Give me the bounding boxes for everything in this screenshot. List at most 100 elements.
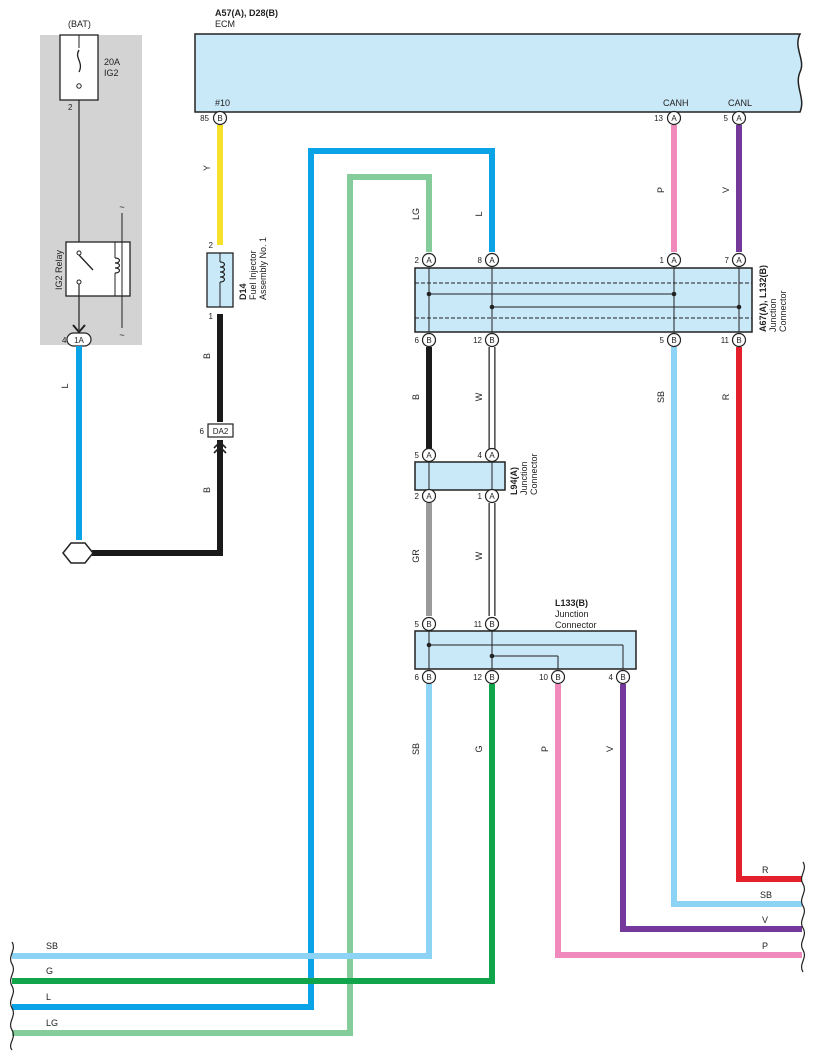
da2-connector: 6 DA2 <box>200 423 234 454</box>
jc2-bottom-pin-0-circle <box>421 488 437 504</box>
fuse-name: IG2 <box>104 68 119 78</box>
jc1-bottom-pin-1-conn: B <box>489 336 494 345</box>
jc1-name-1: Junction <box>768 298 778 332</box>
connector-chevron-icon <box>213 440 227 454</box>
jc3-top-pin-0-conn: B <box>426 620 431 629</box>
ecm-pin-85: 85 <box>200 114 209 123</box>
relay-body <box>65 241 131 297</box>
wire-label-r1: R <box>721 393 731 400</box>
tilde-top: ~ <box>119 202 124 212</box>
jc2-top-pin-1-conn: A <box>489 451 495 460</box>
wire-label-b-da2: B <box>202 487 212 493</box>
fuel-injector: 2 1 D14 Fuel Injector Assembly No. 1 <box>206 237 268 321</box>
jc3-bottom-pin-3-conn: B <box>620 673 625 682</box>
jc1-top-pin-2-circle <box>666 252 682 268</box>
junction-connector-l94: L94(A) Junction Connector <box>414 453 539 495</box>
ecm-pin-13: 13 <box>654 114 663 123</box>
jc3-top-pin-1-number: 11 <box>474 620 483 629</box>
wire-label-l: L <box>474 211 484 216</box>
fuse-rating: 20A <box>104 57 120 67</box>
jc1-top-pin-1-circle <box>484 252 500 268</box>
jc3-name-1: Junction <box>555 609 589 619</box>
jc1-bottom-pin-3-circle <box>731 332 747 348</box>
jc1-bottom-pin-1-circle <box>484 332 500 348</box>
jc1-bottom-pin-0-circle <box>421 332 437 348</box>
jc1-top-pin-0-conn: A <box>426 256 432 265</box>
left-label-l: L <box>46 992 51 1002</box>
jc3-bottom-pin-0-circle <box>421 669 437 685</box>
jc2-name-2: Connector <box>529 453 539 495</box>
jc2-top-pin-1-number: 4 <box>478 451 483 460</box>
relay-out-conn: 1A <box>74 336 84 345</box>
wire-label-b-injector: B <box>202 353 212 359</box>
wire-labels: L Y B B LG L P V B W SB R GR W SB G P V <box>60 165 731 755</box>
injector-name-1: Fuel Injector <box>248 250 258 300</box>
jc2-top-pin-0-conn: A <box>426 451 432 460</box>
ecm-code: A57(A), D28(B) <box>215 8 278 18</box>
junction-connector-a67: A67(A), L132(B) Junction Connector <box>414 265 788 333</box>
injector-coil-icon <box>219 261 226 283</box>
fuse-icon <box>76 49 82 73</box>
jc2-top-pin-1-circle <box>484 447 500 463</box>
jc1-code: A67(A), L132(B) <box>758 265 768 332</box>
ecm-pin-5: 5 <box>724 114 729 123</box>
wire-v-right <box>620 684 802 932</box>
left-label-g: G <box>46 966 53 976</box>
wire-label-p: P <box>656 187 666 193</box>
wire-l <box>12 148 495 1010</box>
wire-label-p2: P <box>540 746 550 752</box>
jc1-top-pin-3-conn: A <box>736 256 742 265</box>
jc3-bottom-pin-2-circle <box>550 669 566 685</box>
wavy-break-left <box>9 941 15 1051</box>
relay-name: IG2 Relay <box>54 249 64 290</box>
jc3-name-2: Connector <box>555 620 597 630</box>
jc2-bottom-pin-1-conn: A <box>489 492 495 501</box>
wire-label-lg: LG <box>411 208 421 220</box>
jc2-bottom-pin-0-number: 2 <box>415 492 420 501</box>
injector-name-2: Assembly No. 1 <box>258 237 268 300</box>
jc1-top-pin-0-circle <box>421 252 437 268</box>
jc2-code: L94(A) <box>509 467 519 495</box>
jc3-bottom-pin-1-number: 12 <box>473 673 482 682</box>
jc1-name-2: Connector <box>778 290 788 332</box>
wavy-break-right <box>800 861 806 973</box>
wire-label-g: G <box>474 745 484 752</box>
jc1-bottom-pin-2-circle <box>666 332 682 348</box>
ecm-pin-name-10: #10 <box>215 98 230 108</box>
ecm-name: ECM <box>215 19 235 29</box>
da2-pin: 6 <box>200 427 205 436</box>
jc1-bottom-pin-3-conn: B <box>736 336 741 345</box>
ground-icon <box>62 542 94 564</box>
da2-label: DA2 <box>213 427 229 436</box>
jc1-top-pin-2-number: 1 <box>660 256 665 265</box>
jc3-bottom-pin-0-conn: B <box>426 673 431 682</box>
left-edge: SB G L LG <box>9 941 58 1051</box>
jc2-bottom-pin-1-circle <box>484 488 500 504</box>
wire-label-w1: W <box>474 392 484 401</box>
junction-connector-l133: L133(B) Junction Connector <box>414 598 637 670</box>
relay-switch-icon <box>78 254 94 271</box>
jc3-top-pin-0-circle <box>421 616 437 632</box>
jc3-top-pin-1-circle <box>484 616 500 632</box>
jc1-top-pin-1-number: 8 <box>478 256 483 265</box>
wire-label-y: Y <box>202 165 212 171</box>
jc3-bottom-pin-3-circle <box>615 669 631 685</box>
jc3-bottom-pin-0-number: 6 <box>415 673 420 682</box>
wire-label-l-left: L <box>60 383 70 388</box>
jc1-bottom-pin-2-conn: B <box>671 336 676 345</box>
jc3-bottom-pin-2-number: 10 <box>539 673 548 682</box>
relay-out-pin: 4 <box>62 336 67 345</box>
ecm-conn-85: B <box>217 114 222 123</box>
jc1-top-pin-2-conn: A <box>671 256 677 265</box>
relay-coil-icon <box>114 257 121 274</box>
jc2-name-1: Junction <box>519 461 529 495</box>
jc3-bottom-pin-1-conn: B <box>489 673 494 682</box>
wire-label-sb2: SB <box>411 743 421 755</box>
wire-label-gr: GR <box>411 549 421 563</box>
fuse-pin-2: 2 <box>68 103 73 112</box>
jc3-top-pin-0-number: 5 <box>415 620 420 629</box>
jc1-bottom-pin-1-number: 12 <box>473 336 482 345</box>
ig2-relay-box: (BAT) 20A IG2 2 ~ ~ IG2 Relay 4 1A <box>40 19 142 347</box>
